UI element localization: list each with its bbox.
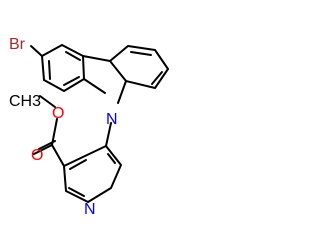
ester-oxygen-label: O [52,105,64,122]
molecule-structure: Br CH3 O O N N [9,36,169,218]
carbonyl-oxygen-label: O [31,147,43,164]
pyridine-nitrogen-label: N [84,201,96,218]
bond-lines [30,44,169,203]
carbazole-nitrogen-label: N [106,111,118,128]
bromine-atom-label: Br [9,36,26,53]
methyl-group-label: CH3 [9,93,41,110]
